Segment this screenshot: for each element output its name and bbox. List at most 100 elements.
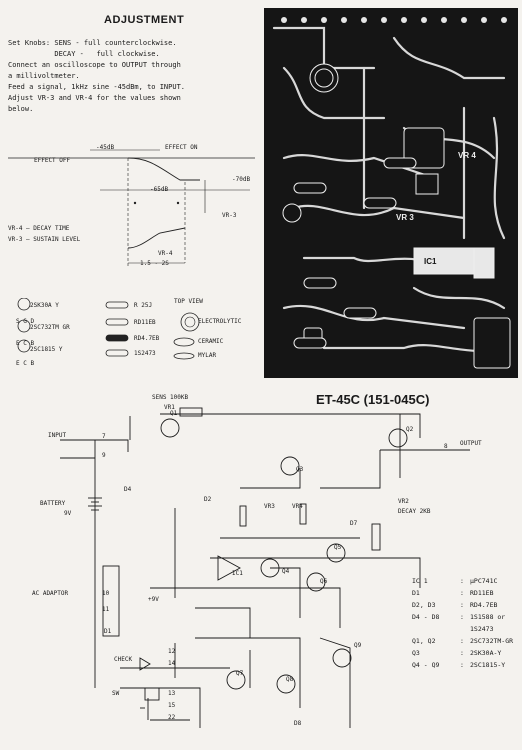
ceramic-label: CERAMIC xyxy=(198,338,224,345)
part-value: 1S2473 xyxy=(470,625,494,633)
part-label: D7 xyxy=(350,520,358,527)
part-label: D1 xyxy=(104,628,112,635)
part-label: Q4 xyxy=(282,568,290,575)
legend-pins: S G D xyxy=(16,318,35,325)
input-label: INPUT xyxy=(48,432,67,439)
electrolytic-label: ELECTROLYTIC xyxy=(198,318,242,325)
part-ref xyxy=(412,624,460,635)
legend-pins: E C B xyxy=(16,360,35,367)
mylar-icon xyxy=(173,352,195,360)
part-ref: D4 - D8 xyxy=(412,613,440,621)
part-sep: : xyxy=(460,637,464,645)
plus9-label: +9V xyxy=(148,596,159,603)
resistor-icon xyxy=(105,301,129,309)
pcb-vr4-label: VR 4 xyxy=(458,151,476,160)
footswitch-icon xyxy=(144,687,160,701)
pcb-artwork: VR 4 VR 3 IC1 xyxy=(272,17,511,369)
level-right-label: -70dB xyxy=(232,176,251,183)
legend-pins: E C B xyxy=(16,340,35,347)
part-label: Q5 xyxy=(334,544,342,551)
level-mid-label: -65dB xyxy=(150,186,169,193)
node-label: 15 xyxy=(168,702,176,709)
part-value: 2SC732TM-GR xyxy=(470,637,514,645)
part-sep xyxy=(460,624,470,635)
sw-label: SW xyxy=(112,690,120,697)
zener-icon xyxy=(105,318,129,357)
top-view-label: TOP VIEW xyxy=(174,298,203,305)
decay-legend: VR-4 — DECAY TIME xyxy=(8,225,70,232)
level-top-label: -45dB xyxy=(96,144,115,151)
vr1-label: VR1 xyxy=(164,404,175,411)
part-label: Q7 xyxy=(236,670,244,677)
legend-part: 2SC1815 Y xyxy=(30,346,63,353)
part-sep: : xyxy=(460,661,464,669)
component-legend-shapes xyxy=(17,298,200,360)
part-label: Q9 xyxy=(354,642,362,649)
ceramic-icon xyxy=(173,337,195,347)
part-label: Q2 xyxy=(406,426,414,433)
effect-off-label: EFFECT OFF xyxy=(34,157,71,164)
vr4-label: VR4 xyxy=(292,503,303,510)
node-label: 11 xyxy=(102,606,110,613)
transistor-icon xyxy=(17,319,31,353)
part-ref: Q3 xyxy=(412,649,420,657)
node-label: 13 xyxy=(168,690,176,697)
adjustment-line: Adjust VR-3 and VR-4 for the values show… xyxy=(8,94,181,102)
node-label: 8 xyxy=(444,443,448,450)
part-value: RD11EB xyxy=(470,589,494,597)
schematic-diagram xyxy=(60,407,470,728)
part-label: Q3 xyxy=(296,466,304,473)
sustain-legend: VR-3 — SUSTAIN LEVEL xyxy=(8,236,81,243)
part-value: µPC741C xyxy=(470,577,498,585)
adjustment-line: a millivoltmeter. xyxy=(8,72,80,80)
legend-shape: RD11EB xyxy=(134,319,156,326)
node-label: 14 xyxy=(168,660,176,667)
part-label: D8 xyxy=(294,720,302,727)
vr2-label: VR2 xyxy=(398,498,409,505)
model-title: ET-45C (151-045C) xyxy=(316,392,430,407)
effect-on-label: EFFECT ON xyxy=(165,144,198,151)
part-value: 1S1588 or xyxy=(470,613,506,621)
node-label: 22 xyxy=(168,714,176,721)
part-sep: : xyxy=(460,649,464,657)
check-label: CHECK xyxy=(114,656,133,663)
part-sep: : xyxy=(460,577,464,585)
node-label: 7 xyxy=(102,433,106,440)
electrolytic-icon xyxy=(180,312,200,332)
part-label: IC1 xyxy=(232,570,243,577)
sens-label: SENS 100KB xyxy=(152,394,189,401)
part-sep: : xyxy=(460,589,464,597)
adjustment-line: Connect an oscilloscope to OUTPUT throug… xyxy=(8,61,181,69)
pcb-ic-label: IC1 xyxy=(424,257,437,266)
part-sep: : xyxy=(460,601,464,609)
adjustment-line: DECAY - full clockwise. xyxy=(8,50,160,58)
adjustment-title: ADJUSTMENT xyxy=(104,14,185,26)
node-label: 9 xyxy=(102,452,106,459)
pcb-layout: VR 4 VR 3 IC1 xyxy=(264,8,518,378)
adjustment-instructions: Set Knobs: SENS - full counterclockwise.… xyxy=(8,38,185,115)
part-value: 2SC1815-Y xyxy=(470,661,506,669)
led-icon xyxy=(139,657,151,671)
adjustment-line: Feed a signal, 1kHz sine -45dBm, to INPU… xyxy=(8,83,186,91)
part-label: Q8 xyxy=(286,676,294,683)
part-label: Q1 xyxy=(170,410,178,417)
mylar-label: MYLAR xyxy=(198,352,217,359)
envelope-graph xyxy=(8,149,255,268)
part-value: RD4.7EB xyxy=(470,601,498,609)
node-label: 10 xyxy=(102,590,110,597)
battery-label: BATTERY xyxy=(40,500,66,507)
part-ref: Q4 - Q9 xyxy=(412,661,440,669)
output-label: OUTPUT xyxy=(460,440,482,447)
fet-icon xyxy=(17,298,31,311)
legend-shape: RD4.7EB xyxy=(134,335,160,342)
time-label: 1.5 - 2S xyxy=(140,260,169,267)
vr4-graph-label: VR-4 xyxy=(158,250,173,257)
part-ref: D1 xyxy=(412,589,420,597)
legend-shape: 1S2473 xyxy=(134,350,156,357)
adjustment-line: below. xyxy=(8,105,34,113)
part-label: Q6 xyxy=(320,578,328,585)
parts-list: IC 1:µPC741C D1:RD11EB D2, D3:RD4.7EB D4… xyxy=(412,576,522,671)
vr3-graph-label: VR-3 xyxy=(222,212,237,219)
part-label: D4 xyxy=(124,486,132,493)
part-ref: IC 1 xyxy=(412,577,428,585)
